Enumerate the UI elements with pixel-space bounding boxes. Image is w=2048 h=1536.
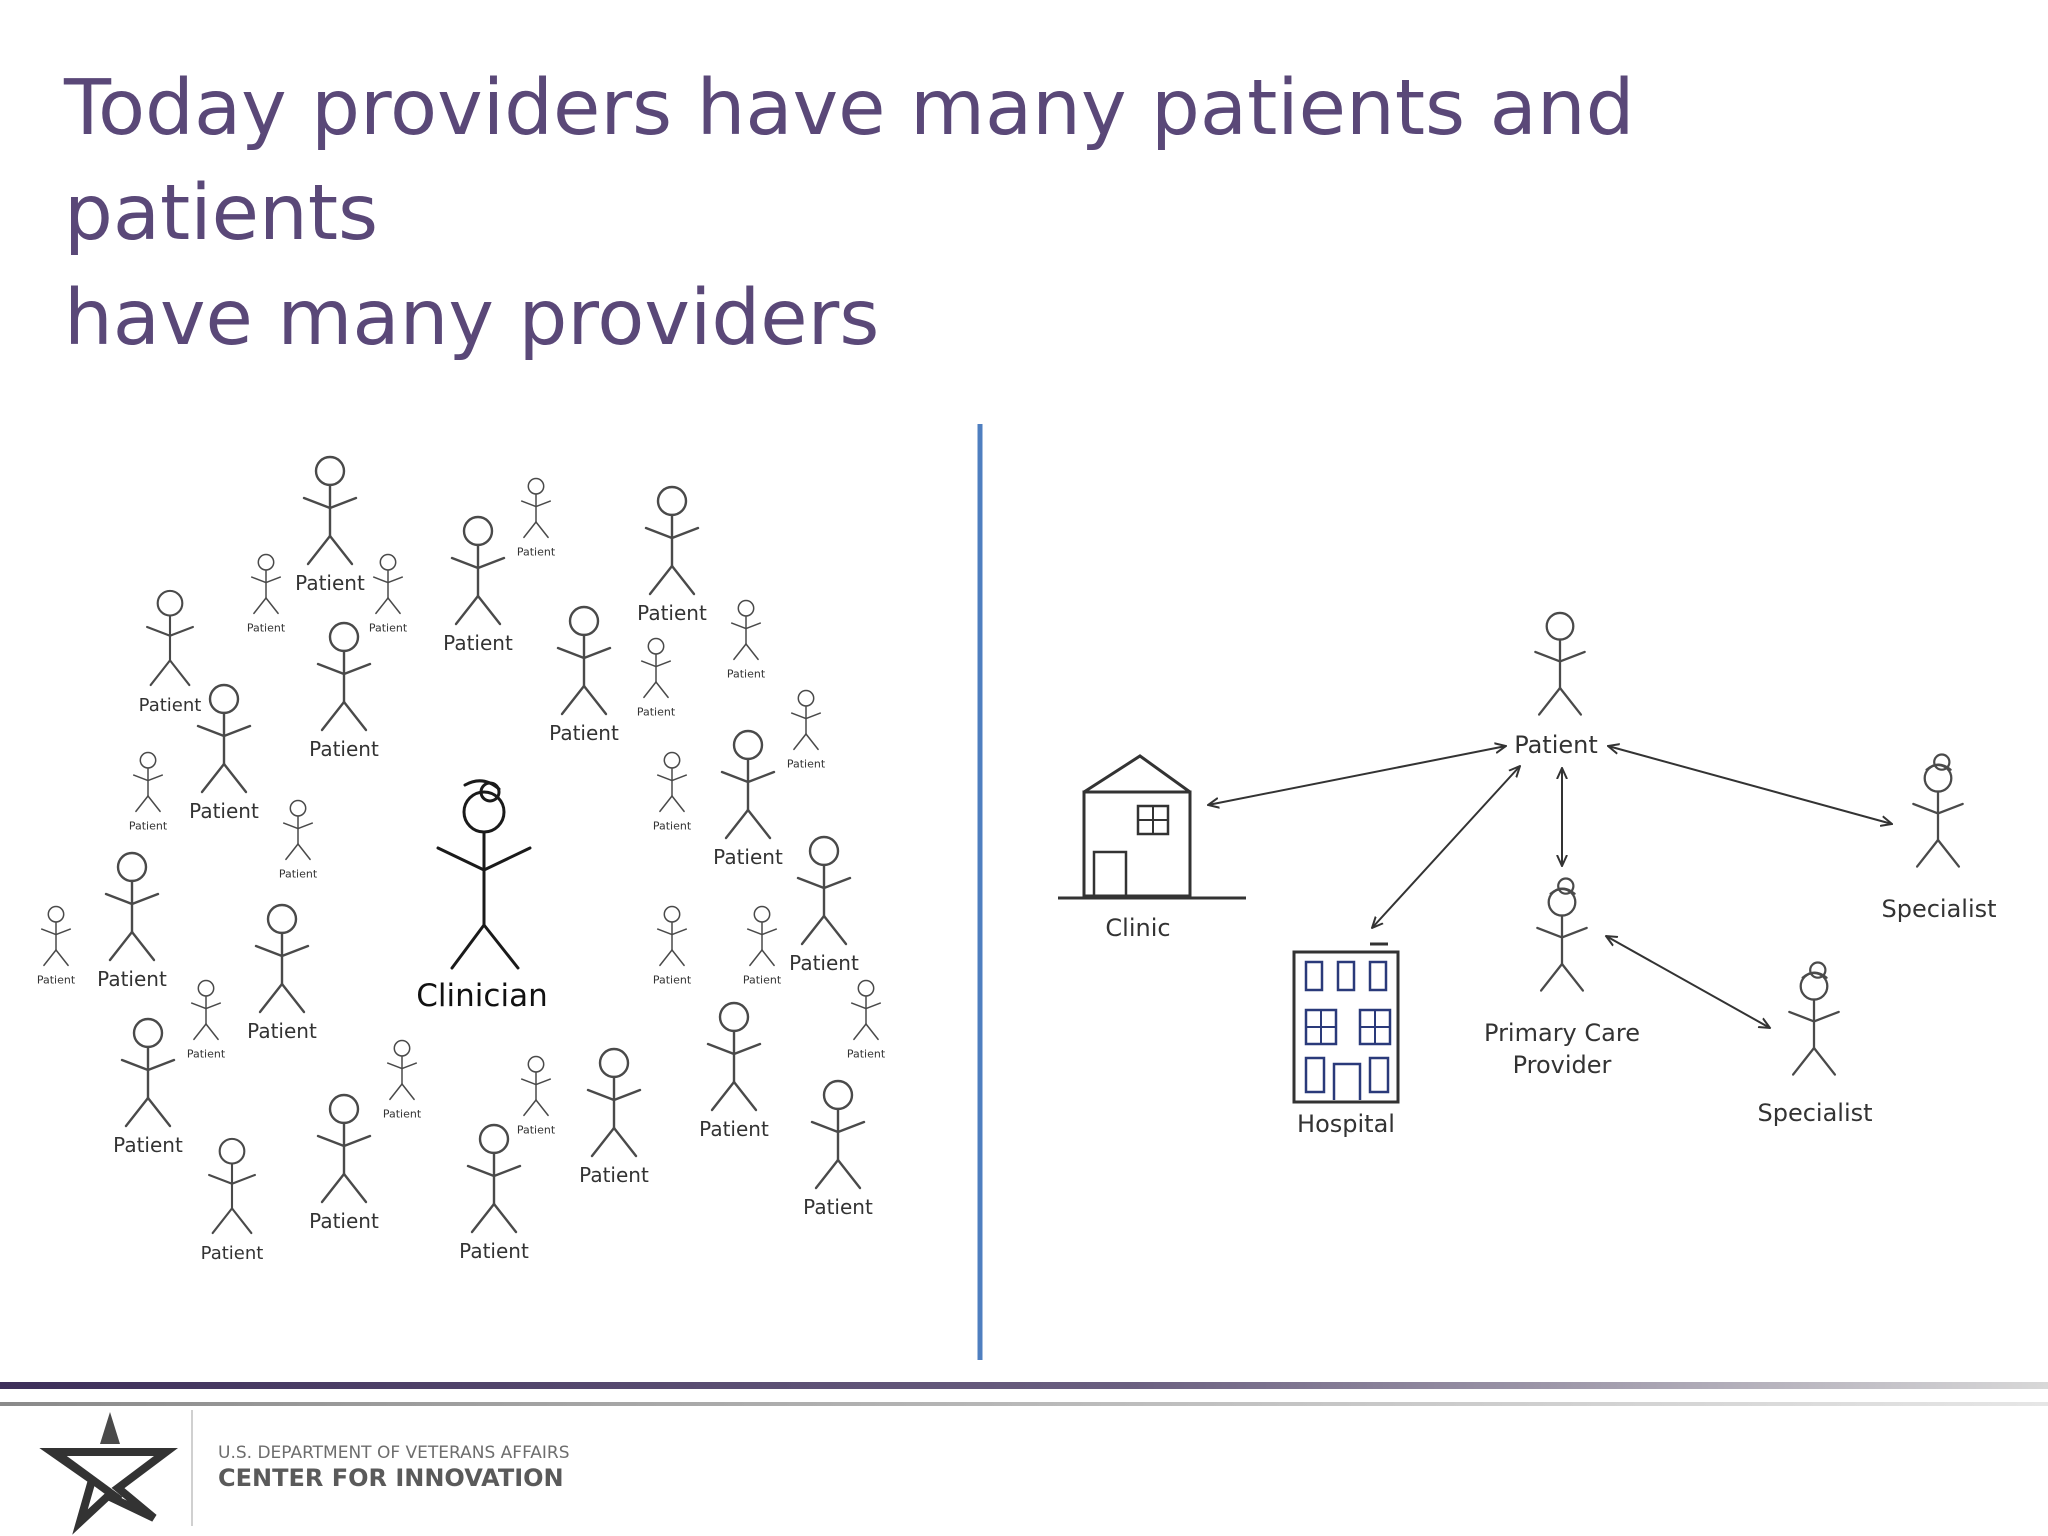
patient-label: Patient (579, 1163, 649, 1187)
slide-title: Today providers have many patients and p… (64, 56, 1964, 371)
network-patient-label: Patient (1514, 731, 1598, 759)
patient-figure (656, 751, 688, 813)
patient-figure (386, 1039, 418, 1101)
clinician-label: Clinician (416, 978, 547, 1014)
patient-label: Patient (653, 819, 692, 832)
specialist-label-right: Specialist (1881, 895, 1996, 923)
arrow-pcp-specialist (1606, 936, 1770, 1028)
patient-figure (282, 799, 314, 861)
slide-title-line-2: have many providers (64, 274, 880, 363)
patient-label: Patient (139, 695, 202, 716)
patient-figure (316, 621, 372, 732)
patient-figure (730, 599, 762, 661)
slide-title-line-1: Today providers have many patients and p… (64, 64, 1635, 258)
patient-figure (720, 729, 776, 840)
specialist-label-bottom: Specialist (1757, 1099, 1872, 1127)
patient-figure (796, 835, 852, 946)
patient-figure (120, 1017, 176, 1128)
patient-label: Patient (713, 845, 783, 869)
patient-figure (850, 979, 882, 1041)
patient-label: Patient (369, 621, 408, 634)
patient-figure (520, 477, 552, 539)
footer-bar (0, 1382, 2048, 1389)
patient-figure (656, 905, 688, 967)
patient-label: Patient (247, 1019, 317, 1043)
patient-label: Patient (743, 973, 782, 986)
patient-figure (104, 851, 160, 962)
footer-org-line-1: U.S. DEPARTMENT OF VETERANS AFFAIRS (218, 1443, 570, 1463)
hospital-label: Hospital (1297, 1110, 1395, 1138)
patient-figure (208, 1137, 256, 1235)
hospital-icon (1292, 942, 1400, 1104)
patient-figure (196, 683, 252, 794)
patient-label: Patient (847, 1047, 886, 1060)
patient-label: Patient (727, 667, 766, 680)
patient-figure (254, 903, 310, 1014)
relationship-arrows (1208, 746, 1892, 1028)
patient-figure (790, 689, 822, 751)
clinic-label: Clinic (1105, 914, 1170, 942)
patient-label: Patient (549, 721, 619, 745)
patient-label: Patient (97, 967, 167, 991)
patient-figure (450, 515, 506, 626)
patient-label: Patient (789, 951, 859, 975)
patient-figure (40, 905, 72, 967)
patient-figure (372, 553, 404, 615)
patient-figure (250, 553, 282, 615)
patient-label: Patient (309, 1209, 379, 1233)
patient-label: Patient (517, 545, 556, 558)
care-network (1534, 611, 1964, 1076)
patient-label: Patient (699, 1117, 769, 1141)
patient-figure (706, 1001, 762, 1112)
footer-org-line-2: CENTER FOR INNOVATION (218, 1464, 564, 1492)
patient-label: Patient (37, 973, 76, 986)
patient-figure (520, 1055, 552, 1117)
patient-label: Patient (129, 819, 168, 832)
patient-figure (302, 455, 358, 566)
patient-label: Patient (637, 705, 676, 718)
patient-figure (640, 637, 672, 699)
patient-figure (586, 1047, 642, 1158)
clinician-figure (436, 779, 532, 970)
patient-figure (556, 605, 612, 716)
patient-figure (316, 1093, 372, 1204)
patient-label: Patient (187, 1047, 226, 1060)
patient-figure (190, 979, 222, 1041)
patient-label: Patient (803, 1195, 873, 1219)
arrow-patient-hospital (1372, 766, 1520, 928)
patient-figure (132, 751, 164, 813)
patient-label: Patient (309, 737, 379, 761)
clinic-icon (1058, 754, 1246, 900)
patient-label: Patient (637, 601, 707, 625)
arrow-patient-clinic (1208, 746, 1506, 805)
patient-label: Patient (459, 1239, 529, 1263)
patient-label: Patient (113, 1133, 183, 1157)
patient-figure (146, 589, 194, 687)
patient-label: Patient (201, 1243, 264, 1264)
footer-bar-secondary (0, 1402, 2048, 1406)
patient-label: Patient (383, 1107, 422, 1120)
pcp-label-line-1: Primary Care (1484, 1019, 1640, 1047)
patient-figure (466, 1123, 522, 1234)
network-patient-figure (1534, 611, 1586, 716)
patient-label: Patient (653, 973, 692, 986)
patient-label: Patient (189, 799, 259, 823)
pcp-label-line-2: Provider (1513, 1051, 1612, 1079)
patient-figure (746, 905, 778, 967)
va-star-logo-icon (39, 1412, 178, 1535)
arrow-patient-specialist (1608, 746, 1892, 824)
patient-label: Patient (787, 757, 826, 770)
patient-label: Patient (279, 867, 318, 880)
patient-label: Patient (443, 631, 513, 655)
pcp-figure (1536, 877, 1588, 992)
patient-label: Patient (247, 621, 286, 634)
patient-figure (644, 485, 700, 596)
specialist-figure-bottom (1788, 961, 1840, 1076)
patient-label: Patient (517, 1123, 556, 1136)
patient-label: Patient (295, 571, 365, 595)
patient-figure (810, 1079, 866, 1190)
specialist-figure-right (1912, 753, 1964, 868)
